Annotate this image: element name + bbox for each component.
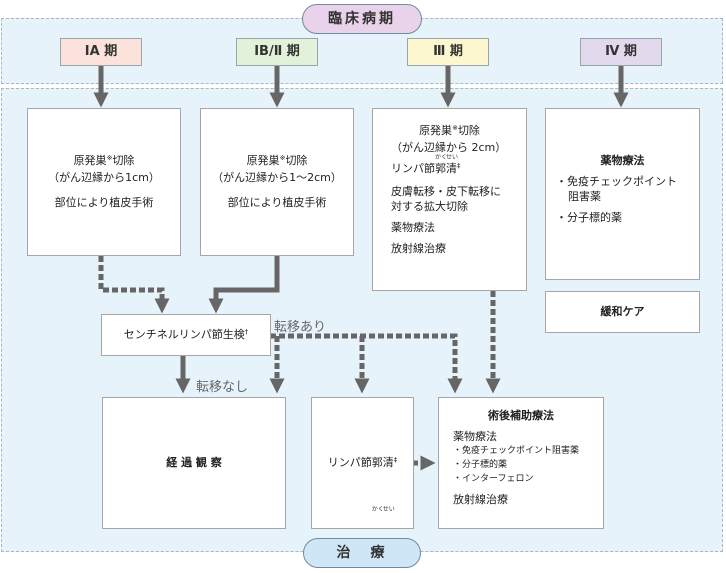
arrow-ia-to-sentinel-dashed: [98, 256, 170, 314]
arrow-sentinel-metastasis-dashed: [270, 333, 463, 394]
treatment-footer: 治 療: [303, 538, 421, 568]
box-stage-ia-treatment: 原発巣※切除 （がん辺縁から1cm） 部位により植皮手術: [27, 108, 181, 256]
box-lymph-node-dissection: リンパ節かく郭せい清‡: [311, 397, 414, 529]
arrow-ib-to-sentinel: [208, 255, 280, 314]
box-observation: 経 過 観 察: [102, 397, 286, 529]
metastasis-present-label: 転移あり: [274, 320, 327, 335]
clinical-stage-header: 臨床病期: [302, 4, 422, 34]
stage-iv-label: Ⅳ 期: [580, 38, 662, 66]
box-stage-ib-treatment: 原発巣※切除 （がん辺縁から1～2cm） 部位により植皮手術: [200, 108, 354, 256]
stage-iii-label: Ⅲ 期: [407, 38, 489, 66]
box-palliative-care: 緩和ケア: [545, 291, 700, 333]
no-metastasis-label: 転移なし: [196, 380, 249, 395]
stage-ib-ii-label: IB/Ⅱ 期: [236, 38, 318, 66]
stage-ia-label: IA 期: [60, 38, 142, 66]
box-sentinel-lymph-node-biopsy: センチネルリンパ節生検†: [101, 314, 271, 356]
box-stage-iii-treatment: 原発巣※切除 （がん辺縁から 2cm） リンパ節かく郭せい清‡ 皮膚転移・皮下転…: [372, 108, 527, 291]
box-stage-iv-treatment: 薬物療法 ・免疫チェックポイント 阻害薬 ・分子標的薬: [545, 108, 700, 280]
box-adjuvant-therapy: 術後補助療法 薬物療法 ・免疫チェックポイント阻害薬 ・分子標的薬 ・インターフ…: [438, 397, 604, 529]
